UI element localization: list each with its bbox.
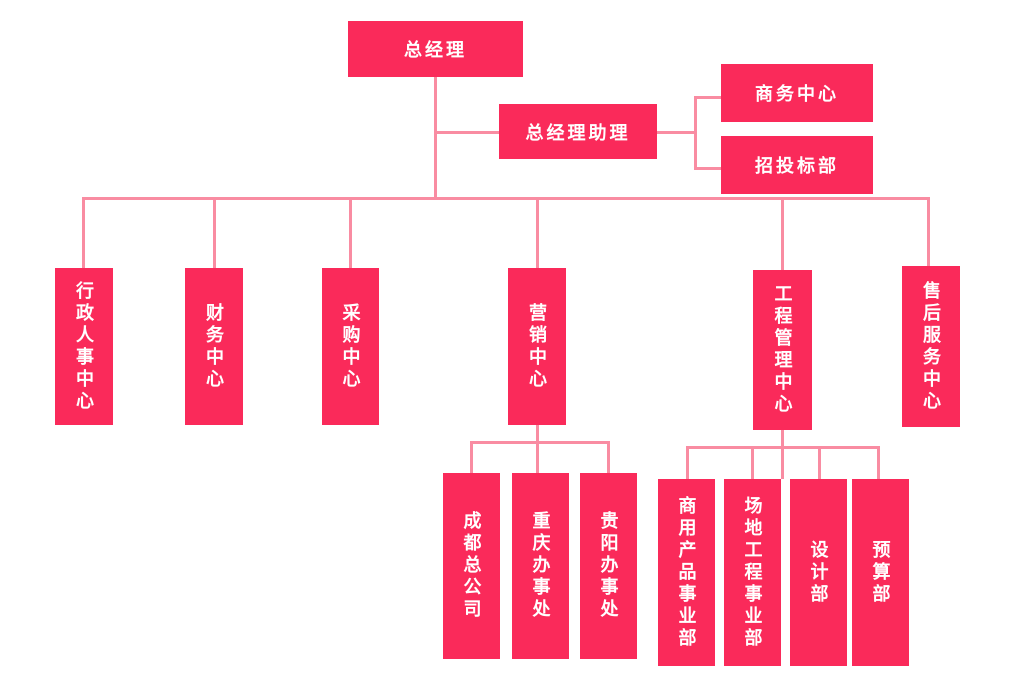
- connector-marketing-vertical: [536, 425, 539, 473]
- connector-branch-bidding: [694, 167, 721, 170]
- node-guiyang-office: 贵阳办事处: [580, 473, 637, 659]
- node-chengdu-head-office-label: 成都总公司: [461, 511, 482, 621]
- node-marketing-center-label: 营销中心: [527, 302, 547, 391]
- connector-main-horizontal: [82, 197, 930, 200]
- connector-stub-budget: [877, 449, 880, 479]
- connector-stub-design: [818, 449, 821, 479]
- node-bidding-dept: 招投标部: [721, 136, 873, 194]
- node-aftersales-service-center-label: 售后服务中心: [921, 280, 941, 413]
- connector-engineering-horizontal: [686, 446, 880, 449]
- node-general-manager: 总经理: [348, 21, 523, 77]
- node-general-manager-label: 总经理: [404, 40, 467, 60]
- connector-drop-engineering: [781, 200, 784, 270]
- connector-stub-chengdu: [470, 444, 473, 473]
- node-finance-center: 财务中心: [185, 268, 243, 425]
- node-budget-dept: 预算部: [852, 479, 909, 666]
- node-chengdu-head-office: 成都总公司: [443, 473, 500, 659]
- node-design-dept-label: 设计部: [808, 539, 829, 606]
- node-admin-hr-center: 行政人事中心: [55, 268, 113, 425]
- node-procurement-center-label: 采购中心: [340, 302, 361, 391]
- connector-assistant-left: [434, 131, 499, 134]
- node-commercial-product-division: 商用产品事业部: [658, 479, 715, 666]
- connector-stub-commercial: [686, 449, 689, 479]
- connector-drop-aftersales: [927, 200, 930, 266]
- node-design-dept: 设计部: [790, 479, 847, 666]
- node-site-engineering-division: 场地工程事业部: [724, 479, 781, 666]
- connector-drop-procurement: [349, 200, 352, 268]
- node-business-center: 商务中心: [721, 64, 873, 122]
- node-commercial-product-division-label: 商用产品事业部: [676, 495, 697, 650]
- connector-marketing-horizontal: [470, 441, 610, 444]
- node-admin-hr-center-label: 行政人事中心: [74, 280, 94, 413]
- node-site-engineering-division-label: 场地工程事业部: [742, 495, 763, 650]
- node-gm-assistant-label: 总经理助理: [525, 122, 631, 143]
- connector-stub-guiyang: [607, 444, 610, 473]
- node-marketing-center: 营销中心: [508, 268, 566, 425]
- connector-assistant-right: [657, 131, 697, 134]
- node-guiyang-office-label: 贵阳办事处: [598, 511, 619, 621]
- node-budget-dept-label: 预算部: [870, 539, 891, 606]
- connector-drop-finance: [213, 200, 216, 268]
- node-procurement-center: 采购中心: [322, 268, 379, 425]
- node-chongqing-office: 重庆办事处: [512, 473, 569, 659]
- connector-drop-admin-hr: [82, 200, 85, 268]
- connector-engineering-vertical: [781, 430, 784, 479]
- connector-stub-site: [751, 449, 754, 479]
- node-aftersales-service-center: 售后服务中心: [902, 266, 960, 427]
- node-engineering-mgmt-center-label: 工程管理中心: [772, 284, 793, 416]
- connector-drop-marketing: [536, 200, 539, 268]
- connector-assistant-bracket: [694, 96, 697, 170]
- node-business-center-label: 商务中心: [755, 84, 839, 104]
- connector-root-vertical: [434, 77, 437, 200]
- connector-branch-business: [694, 96, 721, 99]
- node-engineering-mgmt-center: 工程管理中心: [753, 270, 812, 430]
- node-chongqing-office-label: 重庆办事处: [530, 511, 551, 621]
- node-bidding-dept-label: 招投标部: [755, 156, 839, 176]
- node-finance-center-label: 财务中心: [204, 302, 224, 391]
- node-gm-assistant: 总经理助理: [499, 104, 657, 159]
